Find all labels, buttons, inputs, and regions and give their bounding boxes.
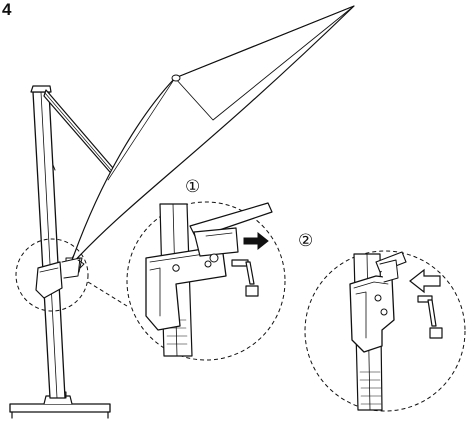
arrow-left-icon xyxy=(409,268,441,294)
upper-arm xyxy=(43,89,120,180)
detail-circle-2 xyxy=(304,250,466,412)
umbrella-pole xyxy=(30,85,66,399)
crank-handle-icon xyxy=(417,295,443,339)
pole-crank-mechanism xyxy=(35,257,85,299)
detail-circle-small xyxy=(15,238,89,312)
canopy xyxy=(69,5,355,267)
step-number: 4 xyxy=(2,0,12,19)
callout-2: ② xyxy=(298,231,313,250)
umbrella xyxy=(9,5,355,419)
callout-1: ① xyxy=(185,177,200,196)
detail-connector-line xyxy=(87,281,128,307)
crank-handle-icon xyxy=(231,259,259,297)
detail-circle-1 xyxy=(126,201,286,361)
arrow-right-icon xyxy=(243,231,269,251)
